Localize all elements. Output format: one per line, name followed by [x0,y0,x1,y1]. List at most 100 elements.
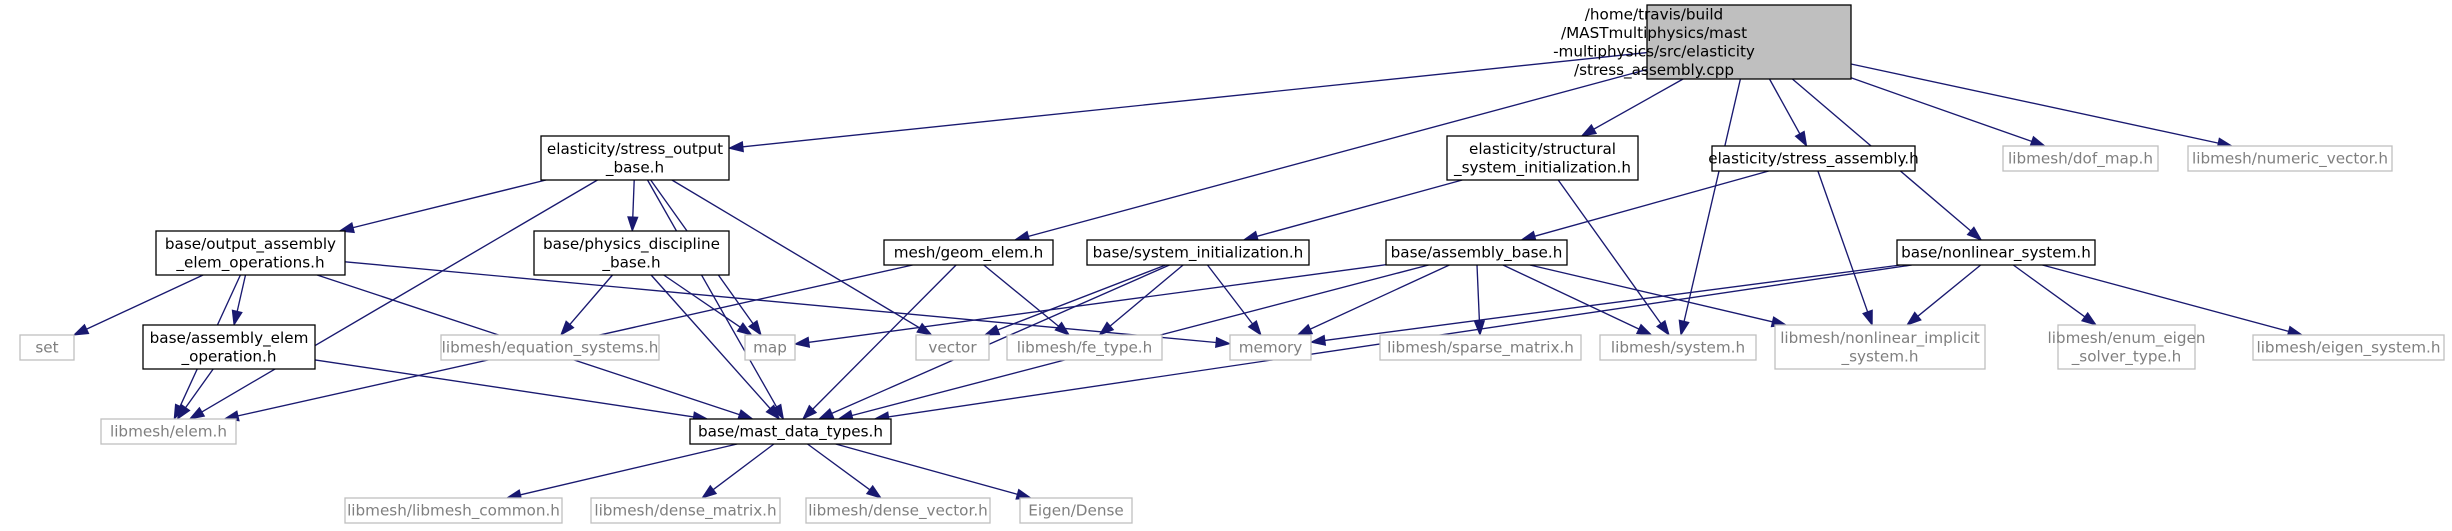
edge-mast_data_types-to-eigen_dense [835,443,1033,500]
node-label-line: base/system_initialization.h [1093,244,1304,263]
edge-arrowhead [1635,323,1653,336]
edge-arrowhead [2029,135,2047,147]
edge-stress_assembly_h-to-nonlinear_implicit_system [1817,170,1873,327]
node-box [142,324,316,370]
edge-system_initialization-to-fe_type [1098,264,1184,336]
edge-arrowhead [1309,334,1327,346]
node-label-line: _base.h [601,253,660,272]
node-box [2002,145,2159,172]
edge-geom_elem-to-fe_type [983,264,1071,336]
node-mast_data_types[interactable]: base/mast_data_types.h [689,418,892,445]
edge-stress_output_base-to-elem [188,179,598,420]
edge-arrowhead [916,322,933,336]
edge-arrowhead [1678,319,1690,337]
node-assembly_base[interactable]: base/assembly_base.h [1385,239,1568,266]
node-label-line: vector [928,339,977,357]
edge-arrowhead [1098,321,1115,336]
edge-line [1768,78,1801,135]
node-root[interactable]: /home/travis/build/MASTmultiphysics/mast… [1553,4,1852,80]
node-elem: libmesh/elem.h [100,418,237,445]
edge-output_assembly_elem_operations-to-set [72,274,204,336]
edge-nonlinear_system-to-eigen_system [2042,264,2304,337]
node-label-line: base/assembly_elem [150,329,309,348]
edge-line [352,179,547,229]
edge-line [983,264,1059,327]
edge-arrowhead [865,484,883,499]
node-box [1446,135,1639,181]
node-label-line: libmesh/eigen_system.h [2256,339,2440,358]
edge-line [1502,264,1640,330]
edges-layer [72,51,2304,501]
node-label-line: libmesh/enum_eigen [2047,329,2205,348]
node-dense_vector: libmesh/dense_vector.h [805,497,991,524]
edge-line [712,443,775,491]
node-enum_eigen_solver_type: libmesh/enum_eigen_solver_type.h [2047,324,2206,370]
node-label-line: base/physics_discipline [543,235,720,254]
node-label-line: _base.h [605,158,664,177]
node-box [1599,334,1757,361]
edge-line [1028,68,1648,238]
edge-assembly_base-to-map [793,264,1387,348]
edge-arrowhead [1580,123,1598,137]
edge-line [650,274,771,409]
edge-arrowhead [1473,320,1486,337]
node-box [1646,4,1852,80]
node-box [2057,324,2196,370]
node-box [1086,239,1310,266]
edge-nonlinear_system-to-memory [1309,264,1901,346]
node-box [805,497,991,524]
edge-line [1310,264,1450,330]
node-label-line: base/assembly_base.h [1391,244,1563,263]
node-label-line: map [753,339,787,357]
node-box [883,239,1054,266]
edge-arrowhead [2080,311,2098,326]
node-box [2252,334,2445,361]
edge-line [808,264,1387,343]
node-stress_output_base[interactable]: elasticity/stress_output_base.h [540,135,730,181]
node-box [1379,334,1582,361]
edge-line [344,261,1217,344]
node-label-line: elasticity/structural [1469,140,1616,158]
node-box [2187,145,2393,172]
node-box [1385,239,1568,266]
edge-nonlinear_system-to-nonlinear_implicit_system [1905,264,1982,326]
edge-nonlinear_system-to-enum_eigen_solver_type [2012,264,2098,326]
edge-root-to-system [1678,78,1742,337]
edge-arrowhead [176,403,191,421]
node-stress_assembly_h[interactable]: elasticity/stress_assembly.h [1708,145,1919,172]
node-label-line: /stress_assembly.cpp [1574,61,1734,80]
edge-geom_elem-to-mast_data_types [801,264,957,421]
edge-arrowhead [1656,319,1670,337]
edge-line [1476,264,1481,322]
edge-arrowhead [1862,309,1873,327]
node-output_assembly_elem_operations[interactable]: base/output_assembly_elem_operations.h [155,230,346,276]
edge-line [1850,63,2219,144]
edge-line [185,368,214,408]
node-box [1006,334,1163,361]
node-numeric_vector: libmesh/numeric_vector.h [2187,145,2393,172]
edge-arrowhead [793,336,811,348]
node-label-line: libmesh/dense_matrix.h [594,502,776,521]
node-box [1896,239,2096,266]
node-memory: memory [1229,334,1312,361]
edge-arrowhead [338,221,355,234]
node-structural_system_initialization[interactable]: elasticity/structural_system_initializat… [1446,135,1639,181]
edge-stress_output_base-to-output_assembly_elem_operations [338,179,547,234]
node-physics_discipline_base[interactable]: base/physics_discipline_base.h [533,230,730,276]
edge-line [812,264,957,410]
node-geom_elem[interactable]: mesh/geom_elem.h [883,239,1054,266]
node-libmesh_common: libmesh/libmesh_common.h [344,497,563,524]
node-box [915,334,990,361]
edge-arrowhead [736,322,753,336]
edge-line [831,264,1170,415]
node-assembly_elem_operation[interactable]: base/assembly_elem_operation.h [142,324,316,370]
edge-arrowhead [1794,130,1808,148]
edge-arrowhead [1966,226,1983,241]
nodes-layer: /home/travis/build/MASTmultiphysics/mast… [19,4,2445,524]
node-box [1711,145,1916,172]
edge-arrowhead [231,309,243,327]
node-system_initialization[interactable]: base/system_initialization.h [1086,239,1310,266]
node-nonlinear_system[interactable]: base/nonlinear_system.h [1896,239,2096,266]
node-label-line: libmesh/system.h [1611,339,1745,357]
edge-arrowhead [801,404,818,421]
